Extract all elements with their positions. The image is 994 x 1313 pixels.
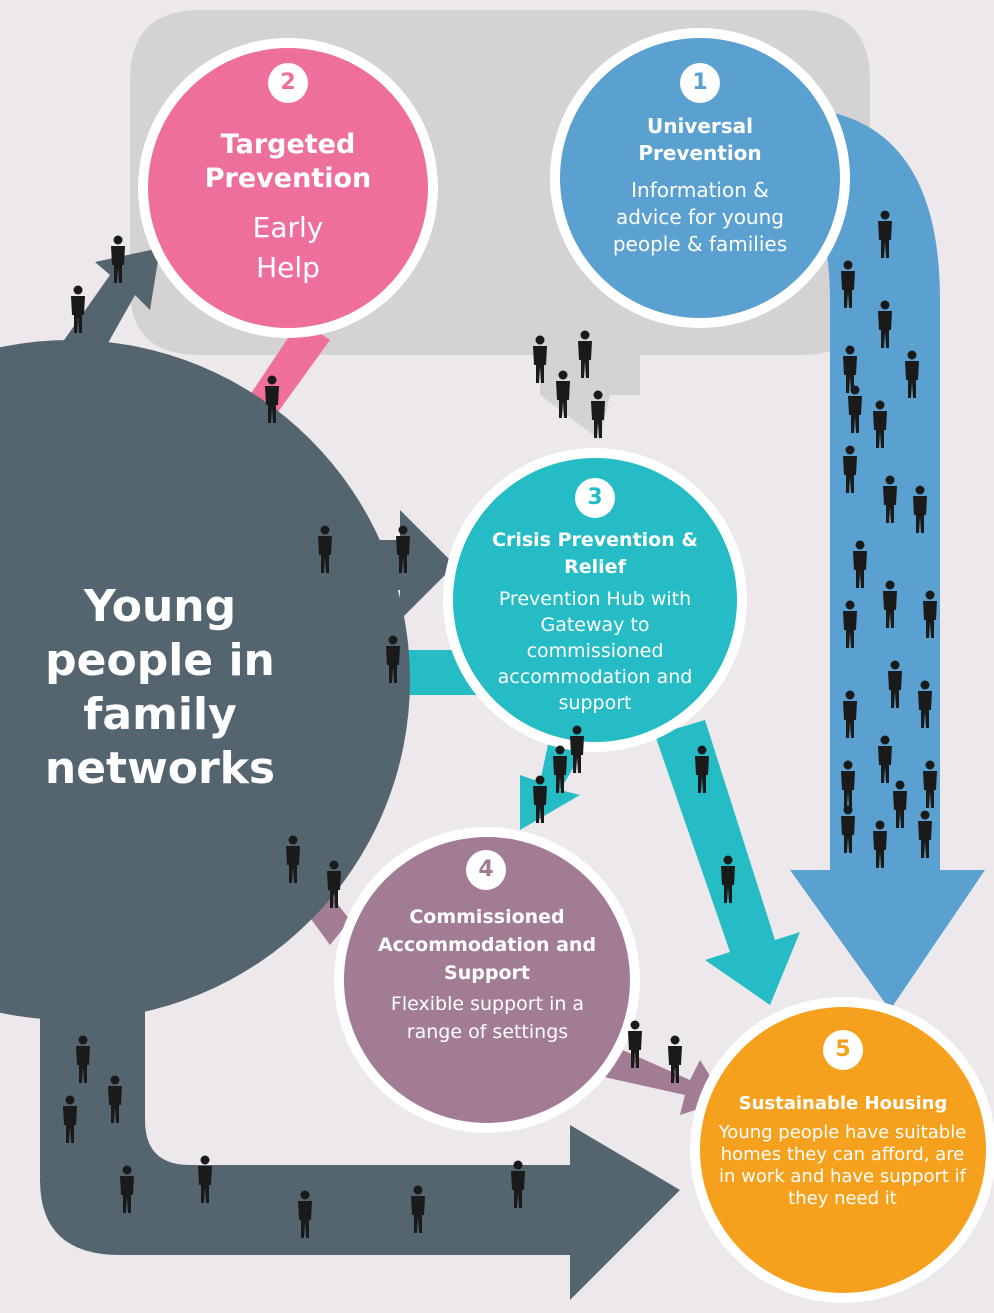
person-silhouette-icon <box>848 385 862 433</box>
housing-body: Young people have suitable homes they ca… <box>718 1122 967 1209</box>
person-silhouette-icon <box>883 475 897 523</box>
person-silhouette-icon <box>873 820 887 868</box>
commissioned-to-housing-arrow <box>595 1040 725 1115</box>
commissioned-accommodation-fill <box>344 837 630 1123</box>
housing-title: Sustainable Housing <box>738 1093 948 1114</box>
housing-number-badge: 5 <box>823 1030 863 1070</box>
person-silhouette-icon <box>578 330 592 378</box>
person-silhouette-icon <box>628 1020 642 1068</box>
person-silhouette-icon <box>843 690 857 738</box>
person-silhouette-icon <box>853 540 867 588</box>
sustainable-housing-fill <box>700 1007 986 1293</box>
person-silhouette-icon <box>918 680 932 728</box>
person-silhouette-icon <box>668 1035 682 1083</box>
person-silhouette-icon <box>327 860 341 908</box>
person-silhouette-icon <box>198 1155 212 1203</box>
targeted-body: Early Help <box>252 211 324 284</box>
person-silhouette-icon <box>71 285 85 333</box>
crisis-title: Crisis Prevention & Relief <box>492 529 698 578</box>
person-silhouette-icon <box>411 1185 425 1233</box>
person-silhouette-icon <box>386 635 400 683</box>
person-silhouette-icon <box>533 335 547 383</box>
crisis-prevention-fill <box>453 458 737 742</box>
universal-body: Information & advice for young people & … <box>612 178 788 256</box>
person-silhouette-icon <box>905 350 919 398</box>
targeted-number-badge: 2 <box>268 63 308 103</box>
commissioned-title: Commissioned Accommodation and Support <box>377 906 597 984</box>
crisis-number-badge: 3 <box>575 478 615 518</box>
person-silhouette-icon <box>63 1095 77 1143</box>
person-silhouette-icon <box>120 1165 134 1213</box>
person-silhouette-icon <box>76 1035 90 1083</box>
person-silhouette-icon <box>893 780 907 828</box>
person-silhouette-icon <box>843 345 857 393</box>
person-silhouette-icon <box>841 760 855 808</box>
commissioned-body: Flexible support in a range of settings <box>390 993 585 1043</box>
family-networks-label: Young people in family networks <box>44 581 276 794</box>
person-silhouette-icon <box>108 1075 122 1123</box>
person-silhouette-icon <box>396 525 410 573</box>
person-silhouette-icon <box>533 775 547 823</box>
universal-title: Universal Prevention <box>638 114 762 165</box>
universal-number-badge: 1 <box>680 63 720 103</box>
person-silhouette-icon <box>843 600 857 648</box>
person-silhouette-icon <box>878 210 892 258</box>
person-silhouette-icon <box>298 1190 312 1238</box>
person-silhouette-icon <box>883 580 897 628</box>
person-silhouette-icon <box>841 260 855 308</box>
person-silhouette-icon <box>570 725 584 773</box>
person-silhouette-icon <box>111 235 125 283</box>
person-silhouette-icon <box>318 525 332 573</box>
person-silhouette-icon <box>591 390 605 438</box>
person-silhouette-icon <box>878 300 892 348</box>
person-silhouette-icon <box>843 445 857 493</box>
person-silhouette-icon <box>841 805 855 853</box>
person-silhouette-icon <box>556 370 570 418</box>
person-silhouette-icon <box>695 745 709 793</box>
person-silhouette-icon <box>913 485 927 533</box>
person-silhouette-icon <box>286 835 300 883</box>
person-silhouette-icon <box>265 375 279 423</box>
person-silhouette-icon <box>511 1160 525 1208</box>
targeted-prevention-fill <box>148 48 428 328</box>
commissioned-number-badge: 4 <box>466 850 506 890</box>
targeted-title: Targeted Prevention <box>204 129 372 194</box>
family-networks-circle <box>0 340 410 1020</box>
person-silhouette-icon <box>553 745 567 793</box>
universal-prevention-fill <box>560 38 840 318</box>
person-silhouette-icon <box>888 660 902 708</box>
person-silhouette-icon <box>918 810 932 858</box>
person-silhouette-icon <box>721 855 735 903</box>
family-to-housing-arrow <box>40 1000 680 1300</box>
person-silhouette-icon <box>923 590 937 638</box>
person-silhouette-icon <box>873 400 887 448</box>
crisis-body: Prevention Hub with Gateway to commissio… <box>497 588 693 714</box>
person-silhouette-icon <box>923 760 937 808</box>
person-silhouette-icon <box>878 735 892 783</box>
